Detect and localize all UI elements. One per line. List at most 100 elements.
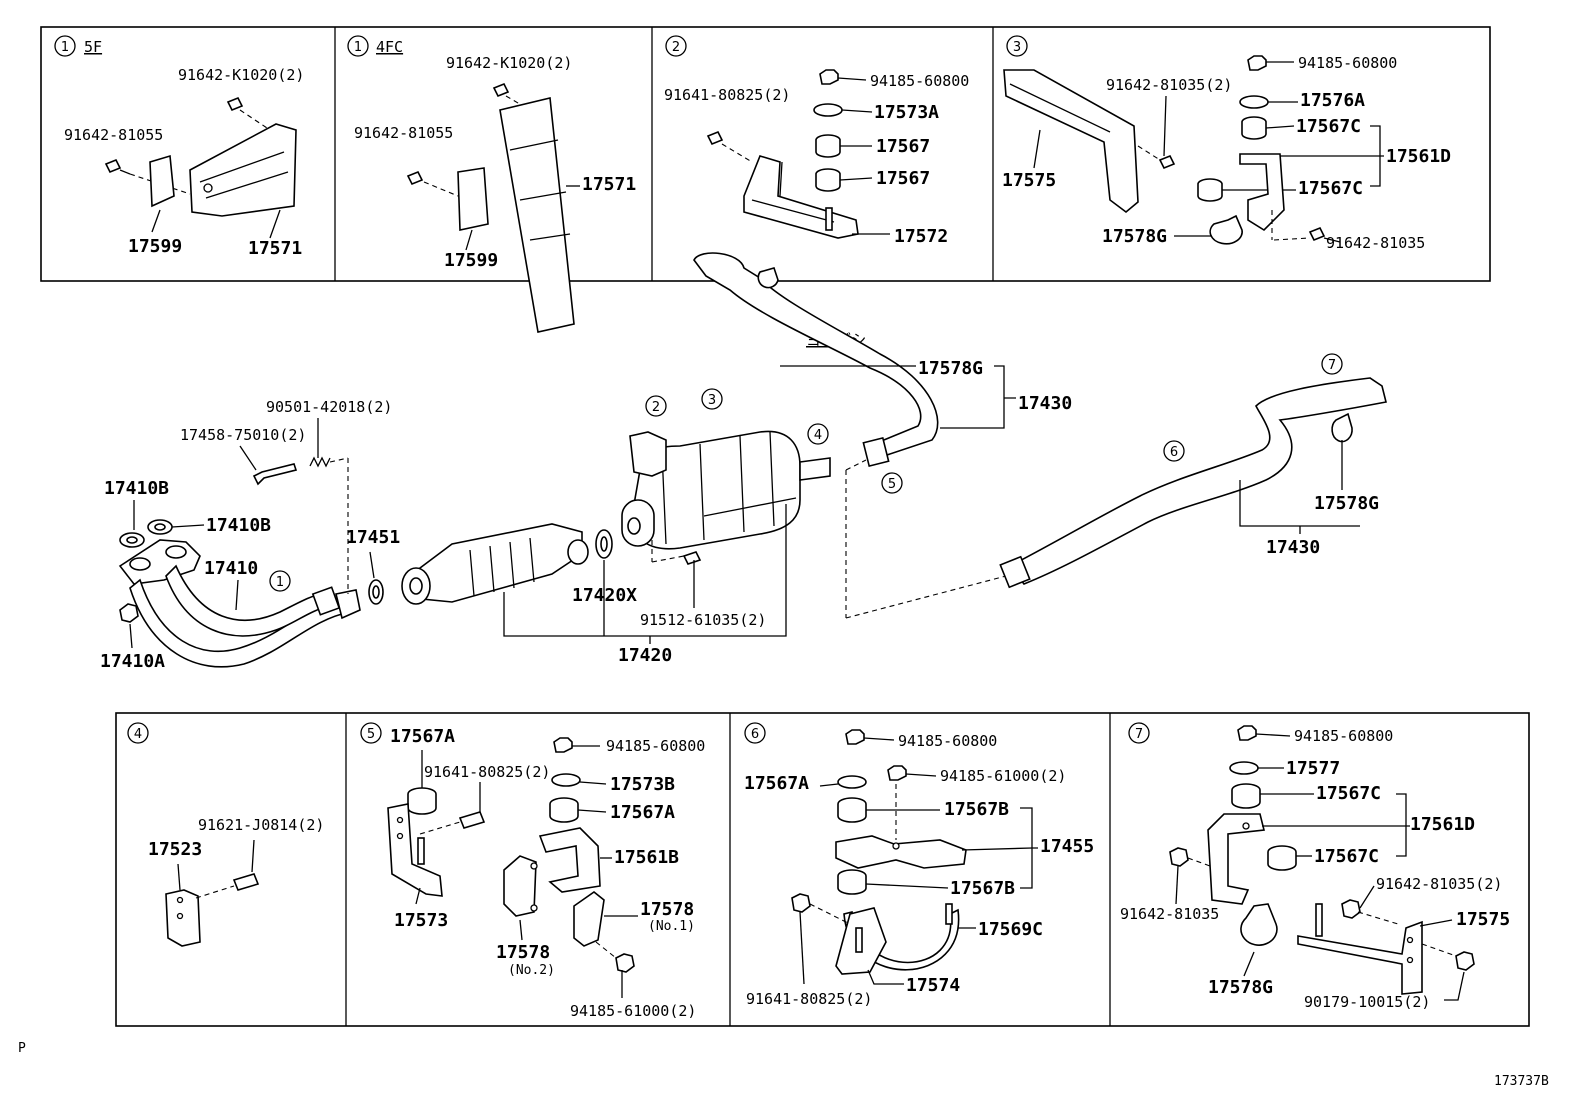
bolt	[226, 96, 244, 112]
bolt	[406, 170, 424, 186]
cushion	[1267, 845, 1297, 871]
cushion	[549, 797, 579, 823]
part-label: 17578G	[1314, 493, 1379, 514]
bracket-17599	[457, 167, 489, 231]
part-label: 17567B	[950, 878, 1015, 899]
cushion	[1241, 116, 1267, 140]
part-label: 90501-42018(2)	[266, 398, 392, 416]
part-label: 17430	[1018, 393, 1072, 414]
bolt-17458	[252, 463, 298, 486]
part-label: 17567C	[1316, 783, 1381, 804]
part-label: 17573A	[874, 102, 939, 123]
part-label: 94185-61000(2)	[940, 767, 1066, 785]
part-label: 17455	[1040, 836, 1094, 857]
part-label: 17576A	[1300, 90, 1365, 111]
part-label: 17578	[496, 942, 550, 963]
panel-ref: 5	[367, 727, 375, 742]
part-label: 17567A	[744, 773, 809, 794]
part-label: 17561B	[614, 847, 679, 868]
part-label: 91641-80825(2)	[664, 86, 790, 104]
bracket-17573	[387, 803, 443, 897]
panel-ref: 4	[134, 727, 142, 742]
washer	[813, 103, 843, 117]
cushion	[1197, 178, 1223, 202]
part-label: 91642-81055	[64, 126, 163, 144]
plate-17523	[165, 889, 201, 947]
part-label: 17599	[444, 250, 498, 271]
part-label: 91642-81035(2)	[1106, 76, 1232, 94]
part-label: 94185-60800	[898, 732, 997, 750]
part-label: 17573	[394, 910, 448, 931]
part-label: 17567C	[1314, 846, 1379, 867]
bottom-panel-frame	[115, 712, 1530, 1027]
washer	[1239, 95, 1269, 109]
bolt	[458, 811, 486, 829]
group-bracket	[503, 504, 787, 637]
part-label: 17567A	[390, 726, 455, 747]
part-label: 91642-81055	[354, 124, 453, 142]
nut	[819, 69, 839, 85]
part-label: 90179-10015(2)	[1304, 993, 1430, 1011]
part-label: 17571	[582, 174, 636, 195]
bolt	[1308, 226, 1326, 242]
heat-shield-17571	[499, 97, 575, 333]
cushion	[815, 168, 841, 192]
nut	[1237, 725, 1257, 741]
diagram-id: 173737B	[1494, 1074, 1549, 1089]
panel-ref: 3	[1013, 40, 1021, 55]
bracket-17561b	[538, 827, 601, 893]
cushion	[1231, 783, 1261, 809]
part-label: (No.2)	[508, 963, 555, 978]
part-label: 17567	[876, 168, 930, 189]
ref-2: 2	[652, 400, 660, 415]
part-label: 17578G	[1102, 226, 1167, 247]
part-label: 17523	[148, 839, 202, 860]
cushion	[837, 797, 867, 823]
bolt	[492, 82, 510, 98]
bolt	[706, 130, 724, 146]
washer	[1229, 761, 1259, 775]
ref-5: 5	[888, 477, 896, 492]
part-label: 17575	[1002, 170, 1056, 191]
part-label: 17578	[640, 899, 694, 920]
bolt	[682, 551, 702, 565]
panel-6: 6 94185-60800 17567A 94185-61000(2) 1756…	[744, 722, 1094, 1008]
panel-ref: 2	[672, 40, 680, 55]
clamp-17578g	[1209, 214, 1243, 245]
bracket-17599	[149, 154, 175, 208]
cushion	[815, 134, 841, 158]
nut-17410a	[119, 603, 139, 623]
bottom-panel-row	[115, 712, 1530, 1027]
ref-1: 1	[276, 575, 284, 590]
part-label: 17451	[346, 527, 400, 548]
part-label: 17410	[204, 558, 258, 579]
part-label: 17575	[1456, 909, 1510, 930]
part-label: 17567C	[1298, 178, 1363, 199]
part-label: 17410A	[100, 651, 165, 672]
part-label: 91642-81035	[1120, 905, 1219, 923]
part-label: 17567C	[1296, 116, 1361, 137]
part-label: 94185-60800	[1298, 54, 1397, 72]
bracket-17575	[1297, 920, 1423, 995]
spring	[309, 456, 331, 468]
panel-5: 5 17567A 94185-60800 91641-80825(2) 1757…	[360, 722, 705, 1020]
part-label: 94185-61000(2)	[570, 1002, 696, 1020]
part-label: 91512-61035(2)	[640, 611, 766, 629]
panel-2: 2 94185-60800 91641-80825(2) 17573A 1756…	[664, 35, 969, 247]
bolt	[1341, 899, 1361, 919]
bracket-17572	[743, 155, 859, 239]
bolt	[104, 158, 122, 174]
part-label: (No.1)	[648, 919, 695, 934]
ref-7: 7	[1328, 358, 1336, 373]
part-label: 17561D	[1386, 146, 1451, 167]
page-mark: P	[18, 1041, 26, 1056]
panel-ref: 6	[751, 727, 759, 742]
tail-pipe-17430-rear	[1008, 377, 1387, 585]
cushion	[407, 787, 437, 815]
variant-label: 4FC	[376, 38, 403, 56]
panel-3: 3 94185-60800 91642-81035(2) 17576A 1756…	[1002, 35, 1451, 252]
nut	[1247, 55, 1267, 71]
part-label: 17567	[876, 136, 930, 157]
bolt	[791, 893, 811, 913]
